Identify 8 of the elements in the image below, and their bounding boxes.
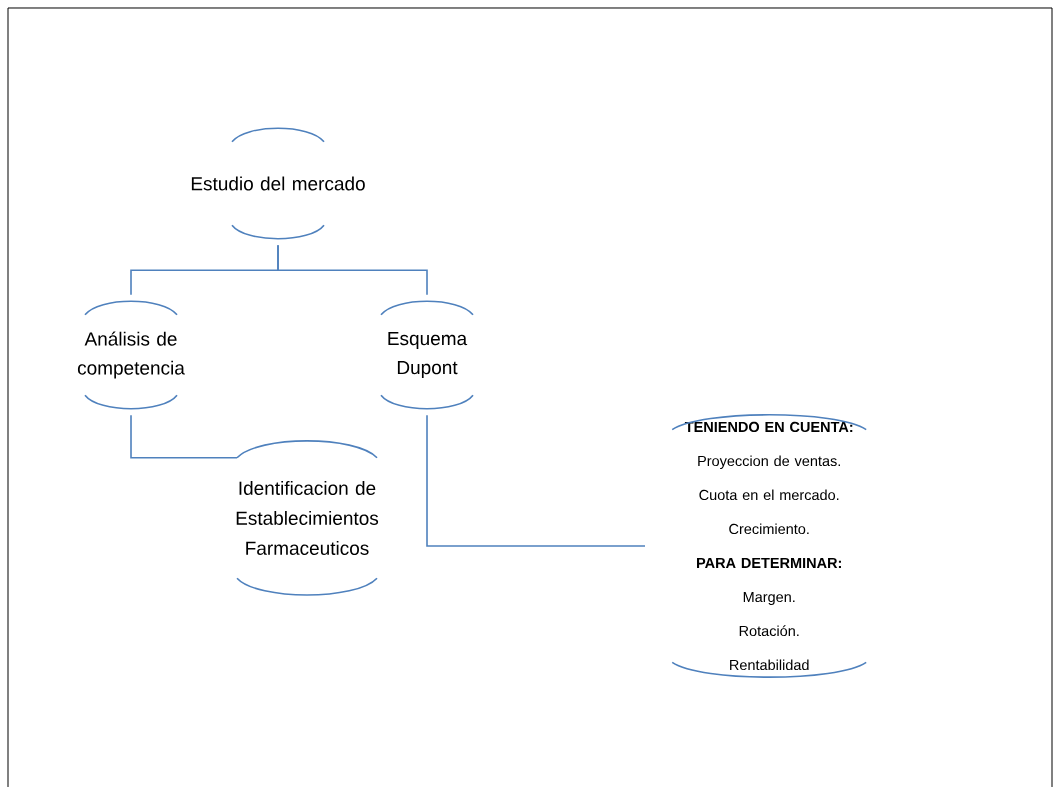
connector-line — [130, 414, 238, 459]
arc-node: Esquema Dupont — [380, 300, 474, 410]
arc-node: Estudio del mercado — [191, 127, 365, 240]
connector-line — [277, 244, 428, 296]
arc-node: Identificacion de Establecimientos Farmaceuticos — [236, 440, 379, 596]
connector-line — [426, 414, 646, 547]
arc-node: Análisis de competencia — [77, 300, 185, 410]
text-block-node: TENIENDO EN CUENTA: Proyeccion de ventas. Cuota en el mercado. Crecimiento. PARA DETERMINAR: Margen. Rotación. Rentabilidad — [671, 414, 867, 678]
